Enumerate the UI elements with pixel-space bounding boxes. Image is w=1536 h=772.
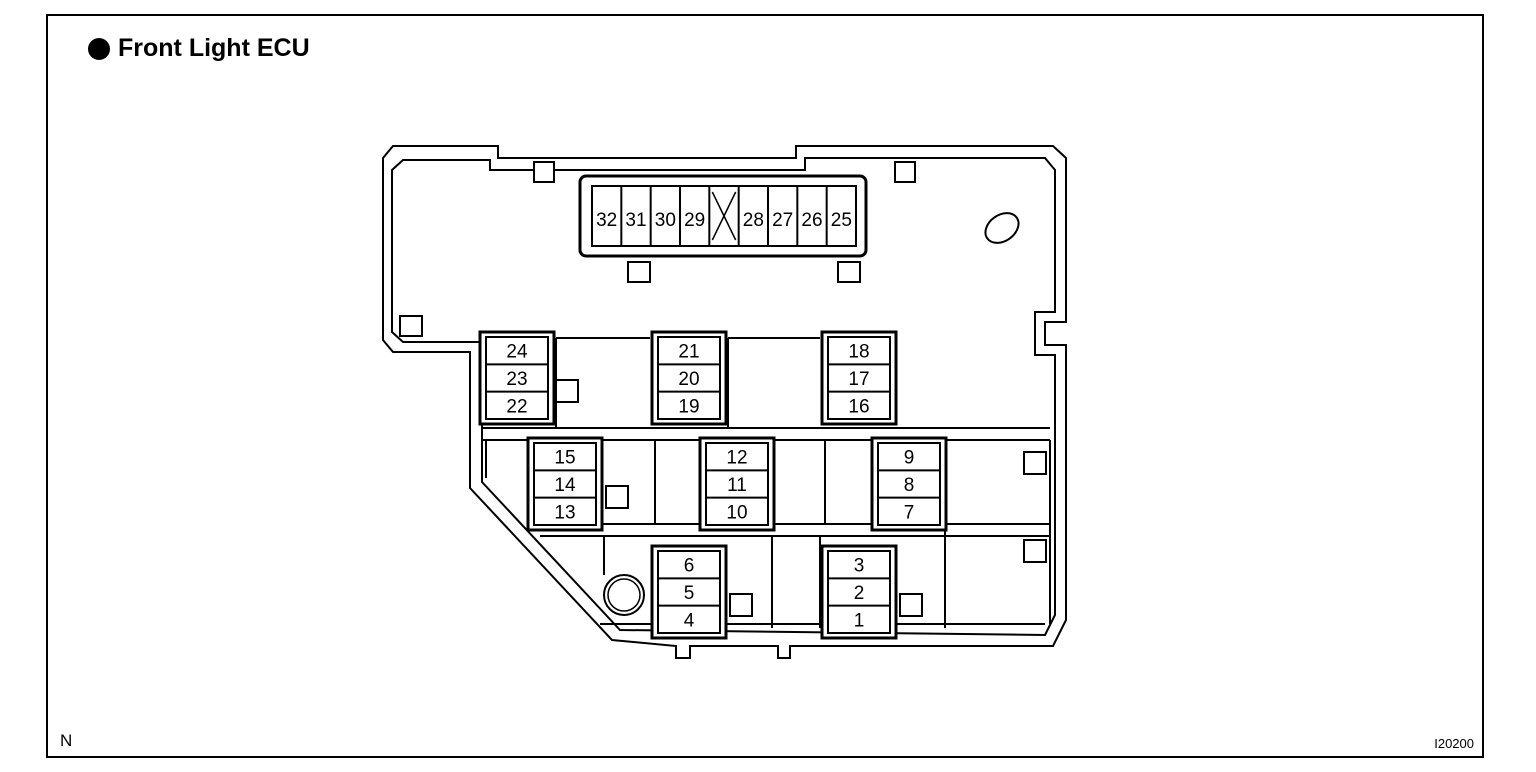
- tab: [729, 593, 753, 617]
- tab: [555, 379, 579, 403]
- figure-id: I20200: [1434, 736, 1474, 751]
- terminal-number: 4: [684, 610, 695, 631]
- terminal-number: 8: [904, 475, 915, 496]
- tab: [1023, 451, 1047, 475]
- tab: [894, 161, 916, 183]
- connector-block: 15 14 13: [526, 436, 604, 532]
- terminal-number: 21: [678, 342, 699, 363]
- connector-block-outer: [526, 436, 604, 532]
- terminal-number: 20: [678, 369, 699, 390]
- terminal-number: 7: [904, 502, 915, 523]
- round-post: [603, 574, 645, 616]
- connector-block-outer: [870, 436, 948, 532]
- pin-label: 27: [772, 210, 793, 231]
- terminal-number: 17: [848, 369, 869, 390]
- terminal-number: 10: [726, 502, 747, 523]
- tab: [627, 261, 651, 283]
- terminal-number: 23: [506, 369, 527, 390]
- bullet-icon: [88, 37, 110, 60]
- connector-block-inner: [485, 336, 549, 420]
- connector-block: 12 11 10: [698, 436, 776, 532]
- connector-block: 9 8 7: [870, 436, 948, 532]
- top-connector: 32 31 30 29 28 27 26 25: [578, 174, 868, 258]
- connector-block: 24 23 22: [478, 330, 556, 426]
- title-text: Front Light ECU: [118, 34, 310, 62]
- pin-label: 31: [625, 210, 646, 231]
- top-connector-pins: 32 31 30 29 28 27 26 25: [596, 186, 852, 246]
- connector-block-inner: [827, 336, 891, 420]
- tab: [533, 161, 555, 183]
- terminal-number: 16: [848, 396, 869, 417]
- terminal-number: 15: [554, 448, 575, 469]
- empty-pin-mark: [711, 191, 737, 241]
- ecu-housing-inner-outline: [391, 157, 1056, 637]
- connector-block-outer: [820, 544, 898, 640]
- housing-tabs: [399, 161, 1047, 617]
- tab: [1023, 539, 1047, 563]
- terminal-number: 9: [904, 448, 915, 469]
- ecu-housing-outline: [382, 145, 1067, 659]
- terminal-number: 2: [854, 583, 865, 604]
- pin-label: 29: [684, 210, 705, 231]
- terminal-number: 22: [506, 396, 527, 417]
- connector-block: 6 5 4: [650, 544, 728, 640]
- connector-block-outer: [650, 544, 728, 640]
- round-post-inner: [607, 578, 641, 612]
- corner-label-left: N: [60, 731, 73, 750]
- terminal-number: 3: [854, 556, 865, 577]
- mounting-hole: [984, 212, 1020, 244]
- terminal-number: 18: [848, 342, 869, 363]
- connector-block-inner: [705, 442, 769, 526]
- tab: [605, 485, 629, 509]
- connector-block-outer: [698, 436, 776, 532]
- tab: [899, 593, 923, 617]
- terminal-number: 11: [727, 475, 747, 496]
- tab: [399, 315, 423, 337]
- terminal-number: 24: [506, 342, 528, 363]
- connector-block-inner: [657, 550, 721, 634]
- connector-block-inner: [657, 336, 721, 420]
- terminal-number: 5: [684, 583, 695, 604]
- connector-block-inner: [827, 550, 891, 634]
- figure-border: [46, 14, 1484, 758]
- terminal-number: 19: [678, 396, 699, 417]
- pin-label: 30: [655, 210, 676, 231]
- terminal-number: 14: [554, 475, 576, 496]
- terminal-number: 1: [854, 610, 865, 631]
- connector-block: 21 20 19: [650, 330, 728, 426]
- pin-label: 28: [743, 210, 764, 231]
- tab: [837, 261, 861, 283]
- terminal-number: 13: [554, 502, 575, 523]
- terminal-number: 12: [726, 448, 747, 469]
- connector-block-outer: [820, 330, 898, 426]
- connector-block-outer: [478, 330, 556, 426]
- pin-label: 26: [801, 210, 822, 231]
- pin-label: 25: [831, 210, 852, 231]
- diagram-title: Front Light ECU: [88, 34, 310, 63]
- connector-block-inner: [877, 442, 941, 526]
- connector-block: 18 17 16: [820, 330, 898, 426]
- connector-block: 3 2 1: [820, 544, 898, 640]
- terminal-number: 6: [684, 556, 695, 577]
- connector-block-inner: [533, 442, 597, 526]
- connector-block-outer: [650, 330, 728, 426]
- pin-label: 32: [596, 210, 617, 231]
